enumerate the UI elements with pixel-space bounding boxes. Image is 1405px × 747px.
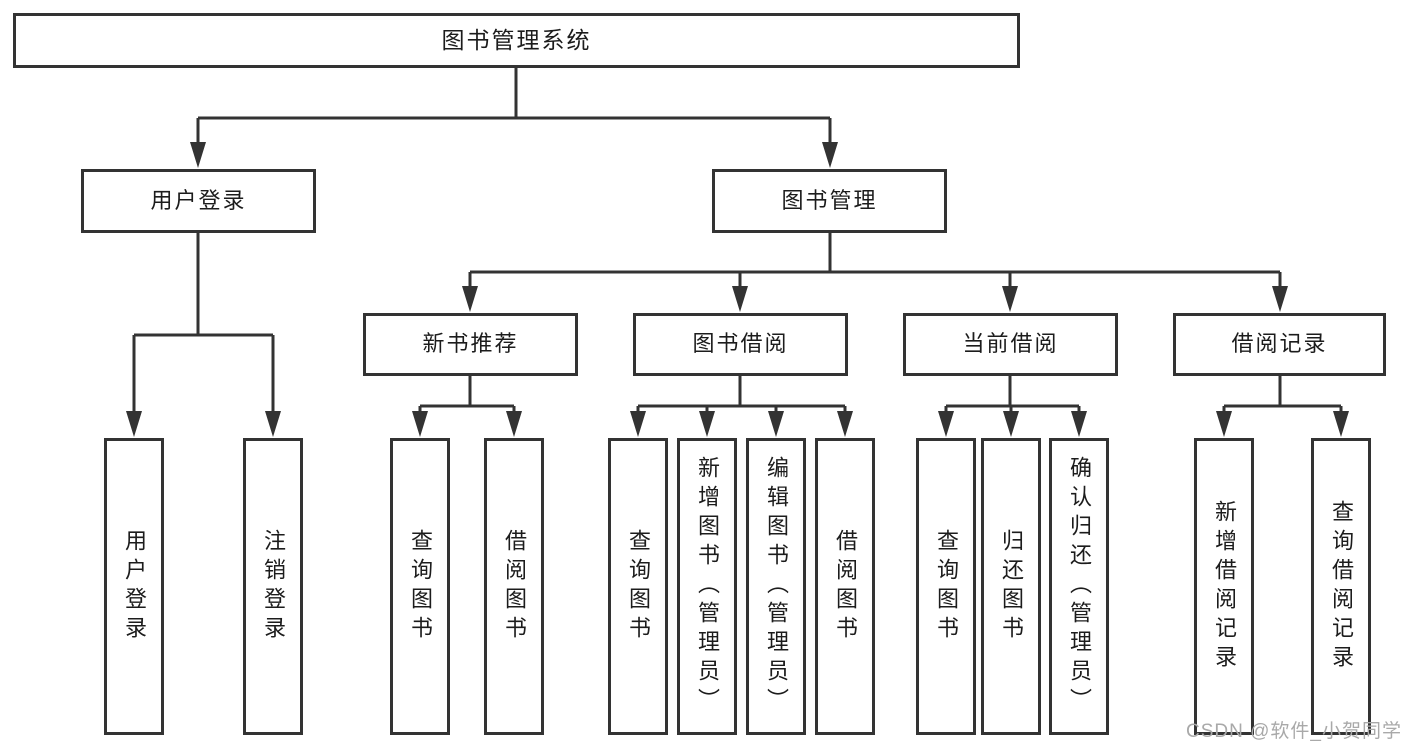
node-book-borrowing: 图书借阅 [633,313,848,376]
node-label: 查询图书 [408,528,433,645]
node-label: 借阅图书 [833,528,858,645]
node-label: 新书推荐 [422,331,519,357]
node-label: 注销登录 [261,528,286,645]
node-label: 图书借阅 [692,331,789,357]
leaf-confirm-return-admin: 确认归还（管理员） [1049,438,1109,735]
leaf-query-books-current: 查询图书 [916,438,976,735]
node-label: 查询图书 [626,528,651,645]
leaf-add-books-admin: 新增图书（管理员） [677,438,737,735]
node-label: 编辑图书（管理员） [764,456,789,717]
node-current-borrowing: 当前借阅 [903,313,1118,376]
node-label: 归还图书 [999,528,1024,645]
node-library-management-system: 图书管理系统 [13,13,1020,68]
node-user-login: 用户登录 [81,169,316,233]
leaf-query-borrow-record: 查询借阅记录 [1311,438,1371,735]
leaf-logout: 注销登录 [243,438,303,735]
leaf-add-borrow-record: 新增借阅记录 [1194,438,1254,735]
leaf-borrow-books-recommend: 借阅图书 [484,438,544,735]
node-label: 借阅记录 [1231,331,1328,357]
leaf-borrow-books-borrowing: 借阅图书 [815,438,875,735]
node-label: 新增图书（管理员） [695,456,720,717]
node-label: 确认归还（管理员） [1067,456,1092,717]
leaf-query-books-borrowing: 查询图书 [608,438,668,735]
node-label: 用户登录 [122,528,147,645]
csdn-watermark: CSDN @软件_小贺同学 [1186,721,1402,742]
arrowhead-icons [126,142,1349,437]
node-label: 借阅图书 [502,528,527,645]
node-label: 图书管理 [781,187,878,213]
node-label: 当前借阅 [962,331,1059,357]
node-label: 新增借阅记录 [1212,499,1237,674]
node-label: 查询借阅记录 [1329,499,1354,674]
node-new-book-recommendation: 新书推荐 [363,313,578,376]
leaf-user-login: 用户登录 [104,438,164,735]
node-label: 查询图书 [934,528,959,645]
leaf-return-books: 归还图书 [981,438,1041,735]
node-borrowing-records: 借阅记录 [1173,313,1386,376]
node-label: 用户登录 [150,187,247,213]
node-book-management: 图书管理 [712,169,947,233]
leaf-edit-books-admin: 编辑图书（管理员） [746,438,806,735]
connector-lines [132,68,1343,415]
node-label: 图书管理系统 [441,26,592,53]
leaf-query-books-recommend: 查询图书 [390,438,450,735]
